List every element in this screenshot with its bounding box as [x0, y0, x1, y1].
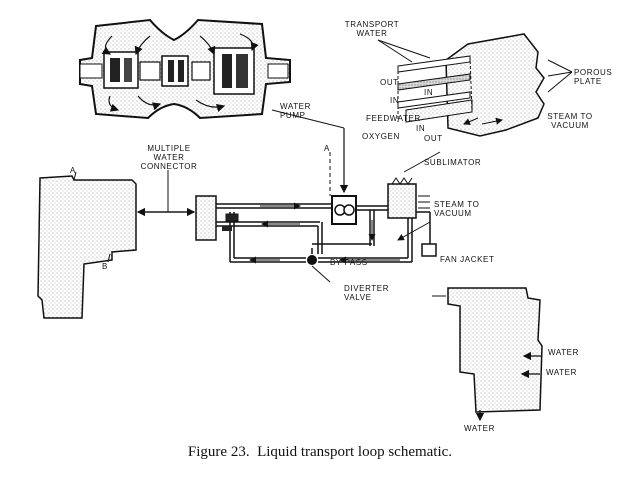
- label-steam-to-vacuum-mid: STEAM TO VACUUM: [434, 200, 479, 218]
- bottom-right-component: [432, 287, 543, 422]
- left-component: [37, 171, 137, 319]
- label-porous-plate: POROUS PLATE: [574, 68, 612, 86]
- label-water-bottom: WATER: [464, 424, 495, 433]
- label-point-b: B: [102, 262, 108, 271]
- loop-piping: [216, 203, 431, 263]
- label-by-pass: BY PASS: [330, 258, 368, 267]
- label-porous-plate-line-1: POROUS: [574, 68, 613, 77]
- label-steam-to-vacuum-top-line-2: VACUUM: [551, 121, 589, 130]
- label-connector-line-2: WATER: [153, 153, 185, 162]
- label-water-pump: WATER PUMP: [280, 102, 311, 120]
- label-water-right-1: WATER: [548, 348, 579, 357]
- label-connector-line-3: CONNECTOR: [140, 162, 198, 171]
- multiple-water-connector: [136, 170, 217, 241]
- label-transport-water-line-1: TRANSPORT: [344, 20, 400, 29]
- flow-arrows: [249, 109, 400, 264]
- label-fan-jacket: FAN JACKET: [440, 255, 495, 264]
- water-pump: [331, 195, 357, 225]
- pump-cutaway: [79, 18, 291, 120]
- label-sublimator: SUBLIMATOR: [424, 158, 482, 167]
- sublimator: [387, 151, 441, 241]
- label-water-right-2: WATER: [546, 368, 577, 377]
- label-steam-to-vacuum-mid-line-2: VACUUM: [434, 209, 472, 218]
- label-water-pump-line-2: PUMP: [280, 111, 306, 120]
- label-diverter-valve: DIVERTER VALVE: [344, 284, 389, 302]
- label-steam-to-vacuum-top: STEAM TO VACUUM: [540, 112, 600, 130]
- label-multiple-water-connector: MULTIPLE WATER CONNECTOR: [136, 144, 202, 171]
- label-in-inner: IN: [424, 88, 434, 97]
- label-in-bottom: IN: [416, 124, 426, 133]
- label-point-a-left: A: [70, 166, 76, 175]
- label-porous-plate-line-2: PLATE: [574, 77, 602, 86]
- label-out-top: OUT: [380, 78, 399, 87]
- label-diverter-valve-line-2: VALVE: [344, 293, 372, 302]
- label-oxygen: OXYGEN: [362, 132, 400, 141]
- label-out-bottom: OUT: [424, 134, 443, 143]
- label-diverter-valve-line-1: DIVERTER: [344, 284, 390, 293]
- porous-plate-section: [377, 33, 573, 137]
- figure-title: Liquid transport loop schematic.: [257, 444, 453, 460]
- label-steam-to-vacuum-mid-line-1: STEAM TO: [434, 200, 480, 209]
- label-transport-water-line-2: WATER: [356, 29, 388, 38]
- label-feedwater: FEEDWATER: [366, 114, 421, 123]
- check-valves: [222, 213, 239, 231]
- fan-jacket: [421, 243, 437, 257]
- label-steam-to-vacuum-top-line-1: STEAM TO: [547, 112, 593, 121]
- label-in-left: IN: [390, 96, 400, 105]
- diverter-valve: [307, 248, 331, 283]
- label-point-a-pump: A: [324, 144, 330, 153]
- figure-caption: Figure 23. Liquid transport loop schemat…: [0, 444, 640, 461]
- label-transport-water: TRANSPORT WATER: [332, 20, 412, 38]
- label-connector-line-1: MULTIPLE: [147, 144, 191, 153]
- figure-number: Figure 23.: [187, 444, 250, 460]
- label-water-pump-line-1: WATER: [280, 102, 311, 111]
